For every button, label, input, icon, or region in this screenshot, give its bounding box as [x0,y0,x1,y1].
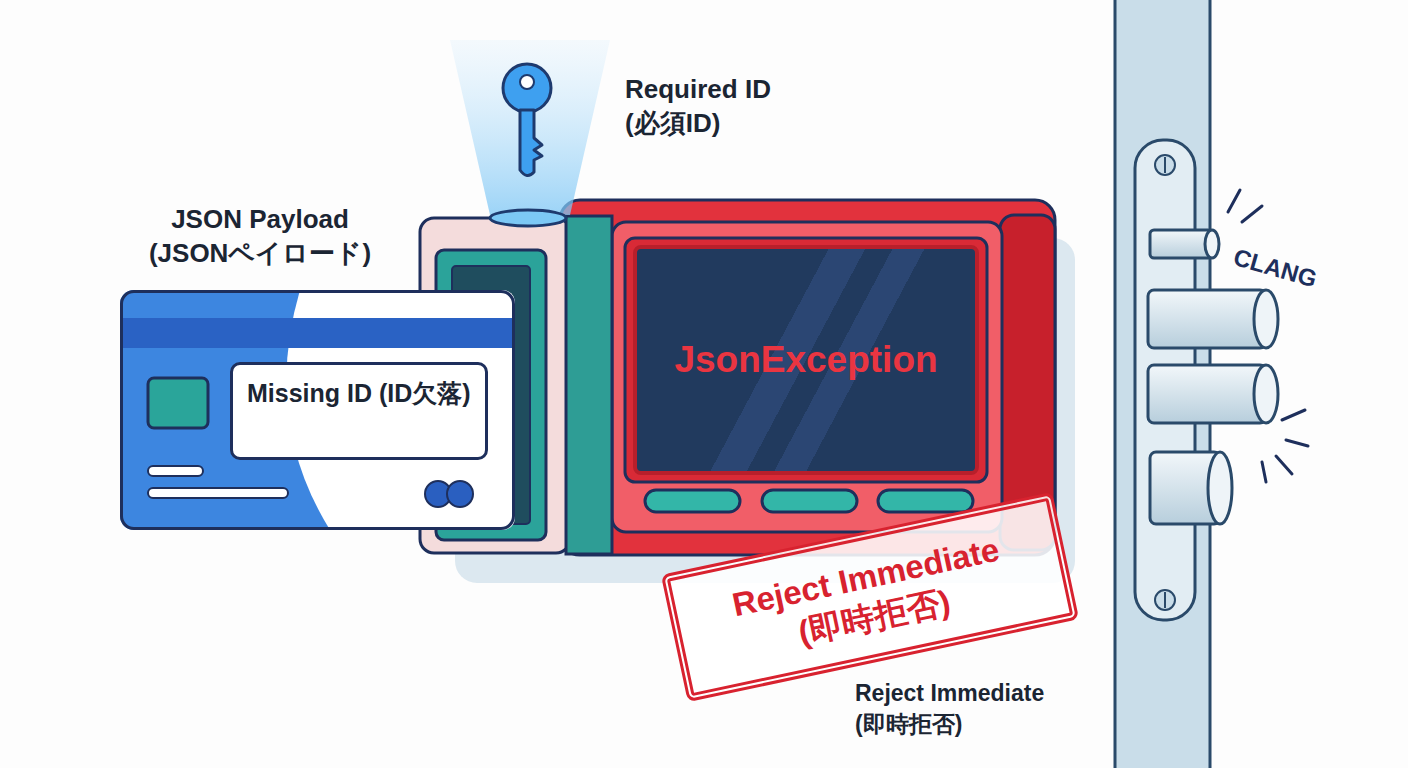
device-button [762,490,857,512]
screw [1155,155,1175,175]
motion-line [1242,206,1262,222]
card-stripe [122,318,513,348]
card-logo [447,481,473,507]
bolt-end [1205,230,1219,258]
motion-line [1276,456,1292,474]
scan-beam [450,40,610,215]
card-face [120,290,515,530]
card-line [148,466,203,476]
reader-column [566,216,612,554]
bolt-end [1254,290,1278,348]
lock-bolt [1150,230,1212,258]
key-head [503,64,551,112]
result-label: Reject Immediate (即時拒否) [855,678,1100,740]
key-hole [520,75,534,89]
missing-id-box: Missing ID (ID欠落) [230,362,488,460]
payload-card: JSON Payload (JSONペイロード)Missing ID (ID欠落… [120,290,515,530]
card-chip [148,378,208,428]
error-screen: JsonException [633,245,979,475]
screw [1155,590,1175,610]
bolt-end [1254,365,1278,423]
motion-line [1262,462,1266,482]
box-text: Missing ID (ID欠落) [247,377,471,411]
card-line [148,488,288,498]
key-shaft [520,110,542,176]
lock-bolt [1148,365,1266,423]
error-text: JsonException [674,339,937,381]
screen-bezel [625,238,987,482]
bolt-end [1208,452,1232,524]
key-label: Required ID (必須ID) [625,73,800,141]
screw-slot [1164,157,1166,173]
card-heading: JSON Payload (JSONペイロード) [125,203,395,271]
device-button [645,490,740,512]
device-body [560,200,1055,555]
lock-bolt [1148,290,1266,348]
device-panel [612,222,1002,532]
motion-line [1282,410,1305,420]
motion-line [1286,440,1308,446]
device-button [878,490,973,512]
motion-line [1228,190,1240,212]
screw-slot [1164,592,1166,608]
key-slot [490,210,566,226]
